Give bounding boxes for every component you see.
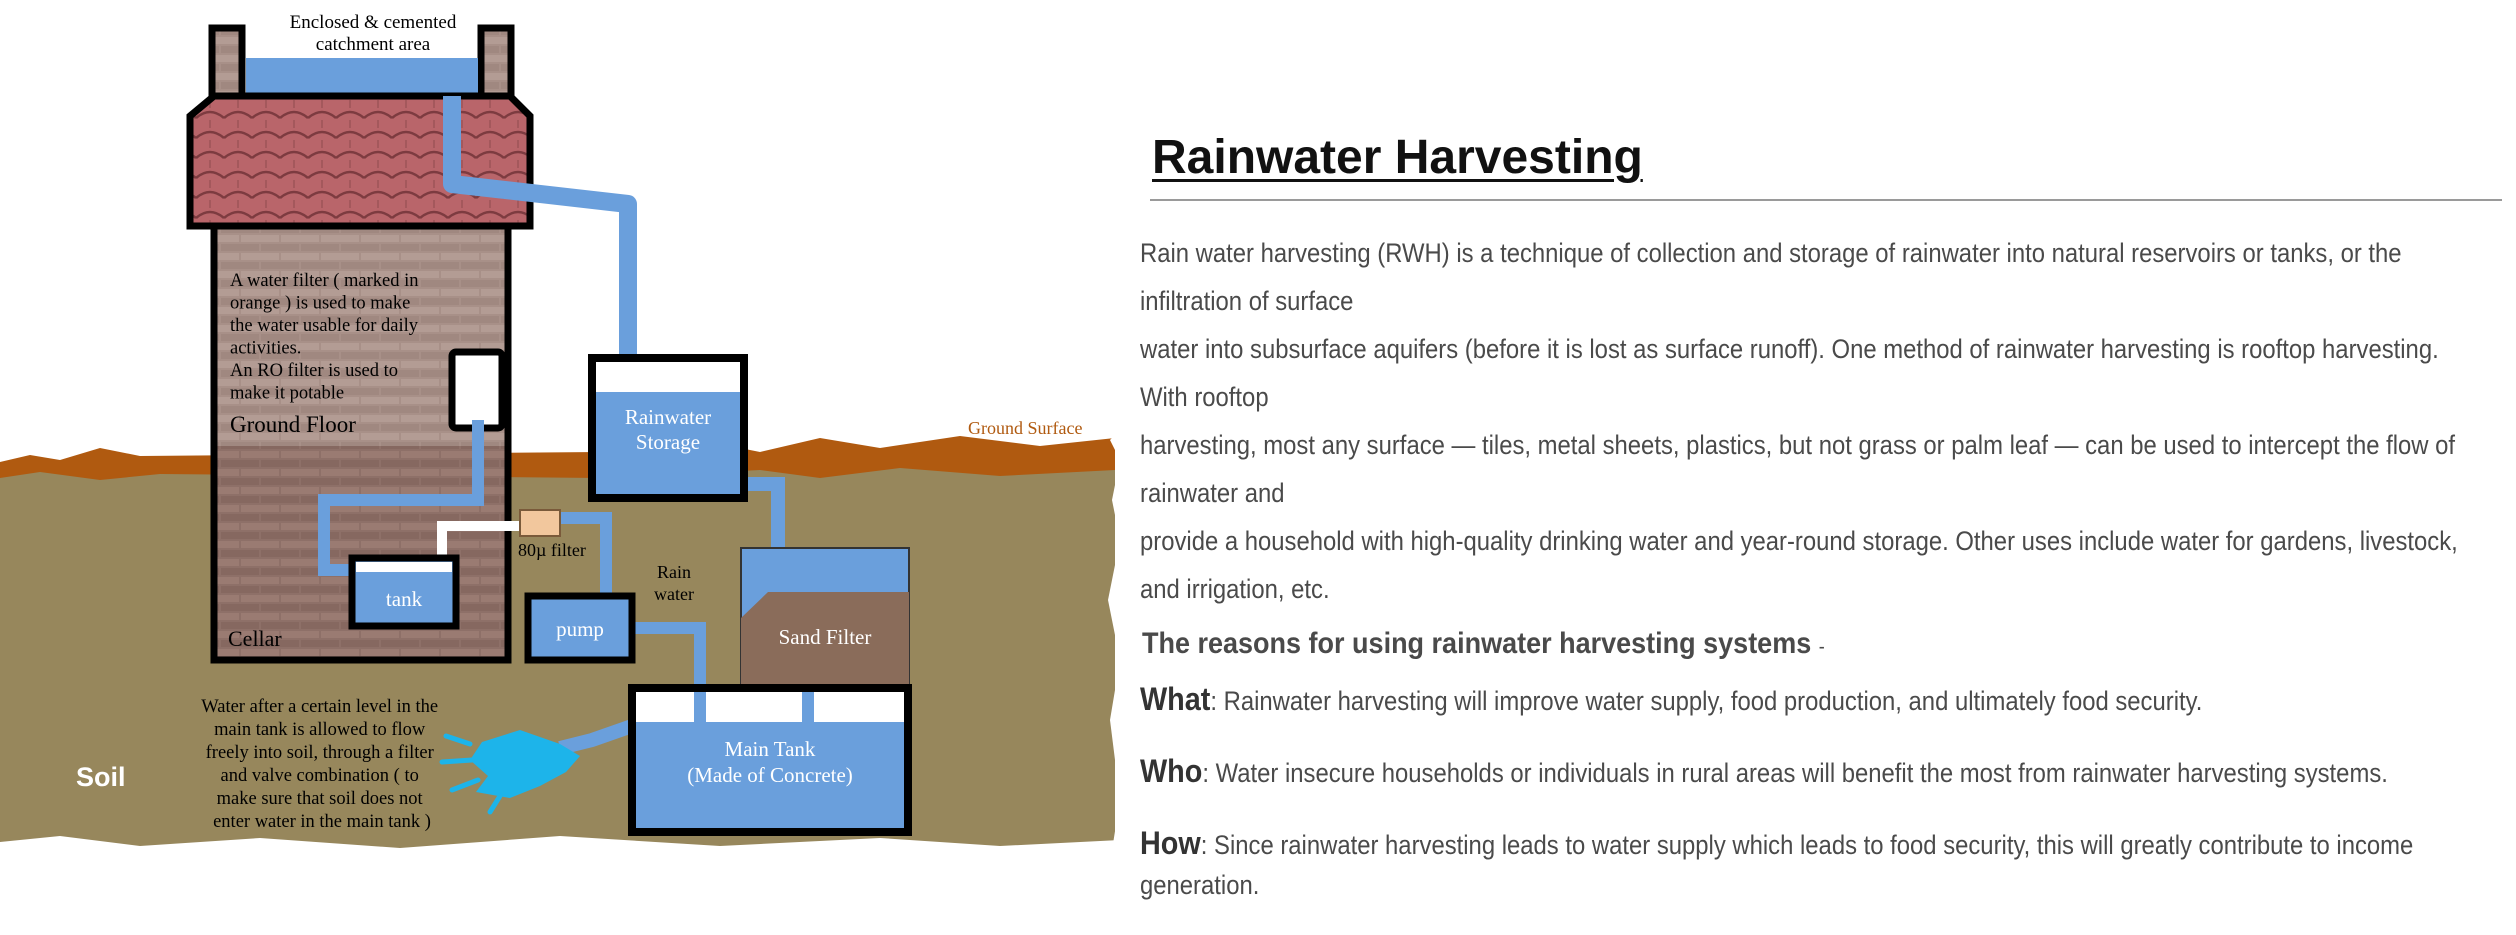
ground-floor-label: Ground Floor (230, 412, 356, 437)
cellar-label: Cellar (228, 626, 282, 651)
soil-label: Soil (76, 762, 126, 792)
paragraph-line: provide a household with high-quality dr… (1140, 526, 2458, 604)
reason-what: What: Rainwater harvesting will improve … (1140, 679, 2490, 721)
roof (186, 92, 534, 230)
pipe-storage-to-sand (740, 477, 785, 550)
tank-label: tank (386, 587, 423, 611)
pipe-tank-to-ro (318, 420, 484, 576)
main-tank-air (636, 692, 904, 722)
page-title: Rainwater Harvesting (1152, 131, 1643, 184)
house-outline (210, 222, 512, 664)
paragraph-line: harvesting, most any surface — tiles, me… (1140, 430, 2456, 508)
main-tank-inlets (694, 692, 814, 722)
reasons-heading-text: The reasons for using rainwater harvesti… (1142, 627, 1812, 660)
filter-note: A water filter ( marked in orange ) is u… (230, 271, 423, 404)
ro-filter-unit (448, 348, 506, 432)
main-tank-label: Main Tank(Made of Concrete) (687, 737, 853, 787)
article: Rainwater Harvesting Rain water harvesti… (1140, 130, 2502, 935)
reason-key: What (1140, 681, 1211, 717)
soil-torn-edge (1108, 430, 1120, 850)
catchment-area (246, 58, 478, 94)
paragraph-line: Rain water harvesting (RWH) is a techniq… (1140, 238, 2402, 316)
title-divider (1150, 199, 2502, 201)
reasons-heading-mark: - (1818, 636, 1825, 658)
sand-filter-label: Sand Filter (779, 625, 872, 649)
overflow-spray-streaks (439, 733, 503, 815)
downpipe (443, 96, 637, 372)
reasons-heading: The reasons for using rainwater harvesti… (1142, 627, 2492, 661)
reason-who: Who: Water insecure households or indivi… (1140, 751, 2490, 793)
rainwater-storage-air (596, 362, 740, 392)
pump-label: pump (556, 617, 604, 641)
overflow-spray (470, 730, 580, 798)
reason-key: How (1140, 825, 1201, 861)
reason-text: : Since rainwater harvesting leads to wa… (1140, 830, 2414, 900)
reason-key: Who (1140, 753, 1203, 789)
micron-filter-label: 80µ filter (518, 540, 586, 560)
micron-filter (519, 509, 561, 537)
ground-surface-label: Ground Surface (968, 418, 1082, 438)
intro-paragraph: Rain water harvesting (RWH) is a techniq… (1140, 229, 2490, 613)
reason-text: : Rainwater harvesting will improve wate… (1210, 686, 2203, 716)
overflow-note: Water after a certain level in the main … (201, 697, 442, 832)
reason-how: How: Since rainwater harvesting leads to… (1140, 823, 2490, 905)
soil-bottom-edge (0, 836, 1120, 850)
sand-filter-sand (741, 592, 909, 684)
pipe-pump-up (560, 512, 612, 600)
cellar-tank-air (356, 562, 452, 572)
paragraph-line: water into subsurface aquifers (before i… (1140, 334, 2439, 412)
reason-text: : Water insecure households or individua… (1202, 758, 2388, 788)
pump (524, 592, 636, 664)
pipe-overflow (558, 719, 635, 755)
